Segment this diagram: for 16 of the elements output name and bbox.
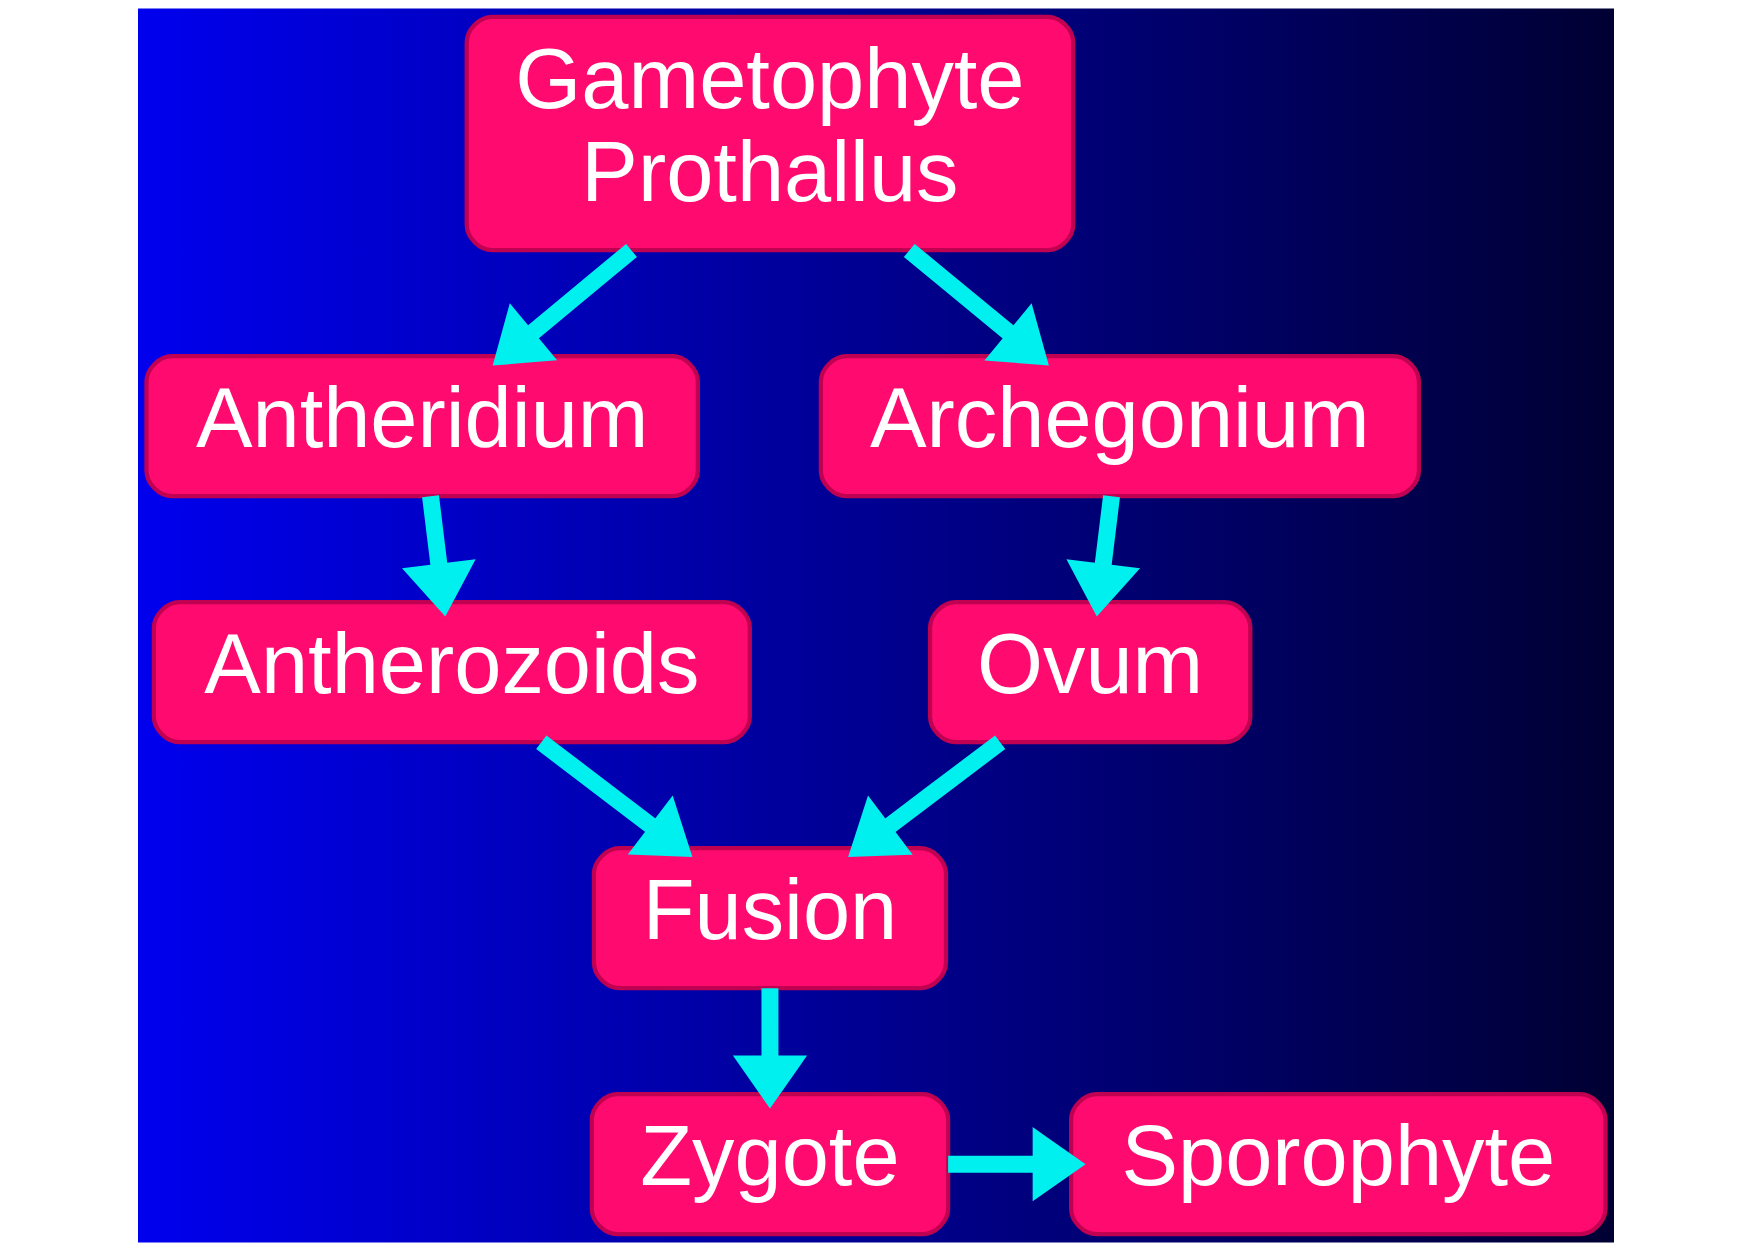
arrow — [948, 1127, 1086, 1202]
node-box: Fusion — [591, 846, 949, 991]
node-box: Ovum — [927, 600, 1253, 745]
node-box: Zygote — [589, 1092, 951, 1237]
arrow — [1066, 495, 1141, 617]
arrow — [848, 735, 1006, 858]
arrow — [903, 243, 1049, 366]
node-box: Gametophyte Prothallus — [464, 14, 1076, 253]
node-box: Antherozoids — [151, 600, 752, 745]
arrow — [492, 243, 637, 366]
node-box: Archegonium — [818, 354, 1421, 499]
arrow — [536, 735, 693, 858]
arrow — [402, 495, 476, 617]
node-box: Sporophyte — [1069, 1092, 1608, 1237]
arrow — [732, 988, 808, 1109]
node-box: Antheridium — [144, 354, 700, 499]
